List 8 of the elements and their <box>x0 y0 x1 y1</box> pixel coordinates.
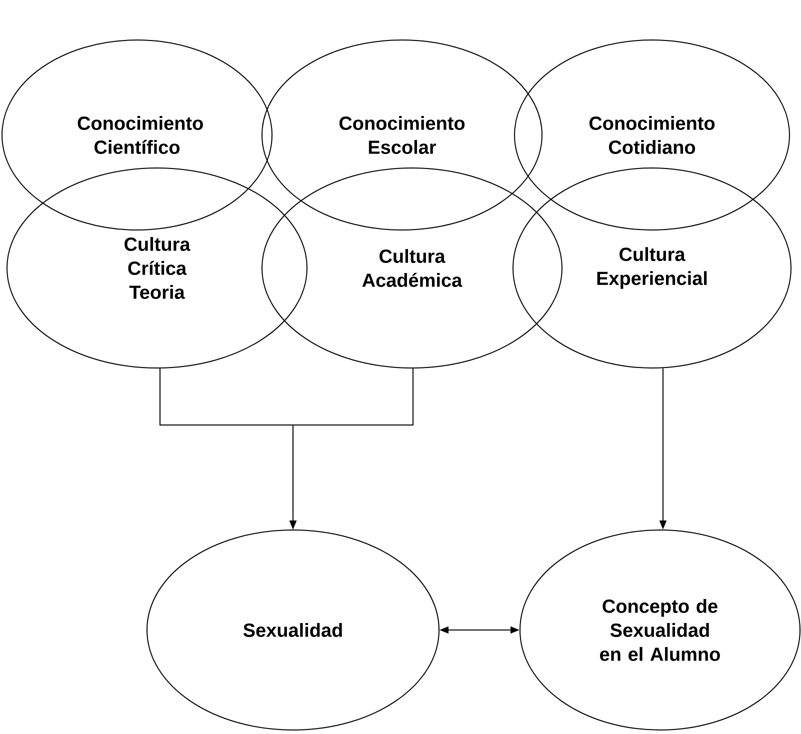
ellipse-node: Conocimiento Científico <box>2 40 272 230</box>
ellipse-node: Cultura Académica <box>262 168 562 368</box>
ellipse-node: Sexualidad <box>146 530 440 730</box>
ellipse-node: Concepto de Sexualidad en el Alumno <box>520 530 800 730</box>
ellipse-node: Cultura Experiencial <box>512 168 792 368</box>
ellipse-node: Conocimiento Cotidiano <box>514 40 790 230</box>
ellipse-node: Cultura Crítica Teoria <box>6 168 308 368</box>
ellipse-node: Conocimiento Escolar <box>262 40 542 230</box>
